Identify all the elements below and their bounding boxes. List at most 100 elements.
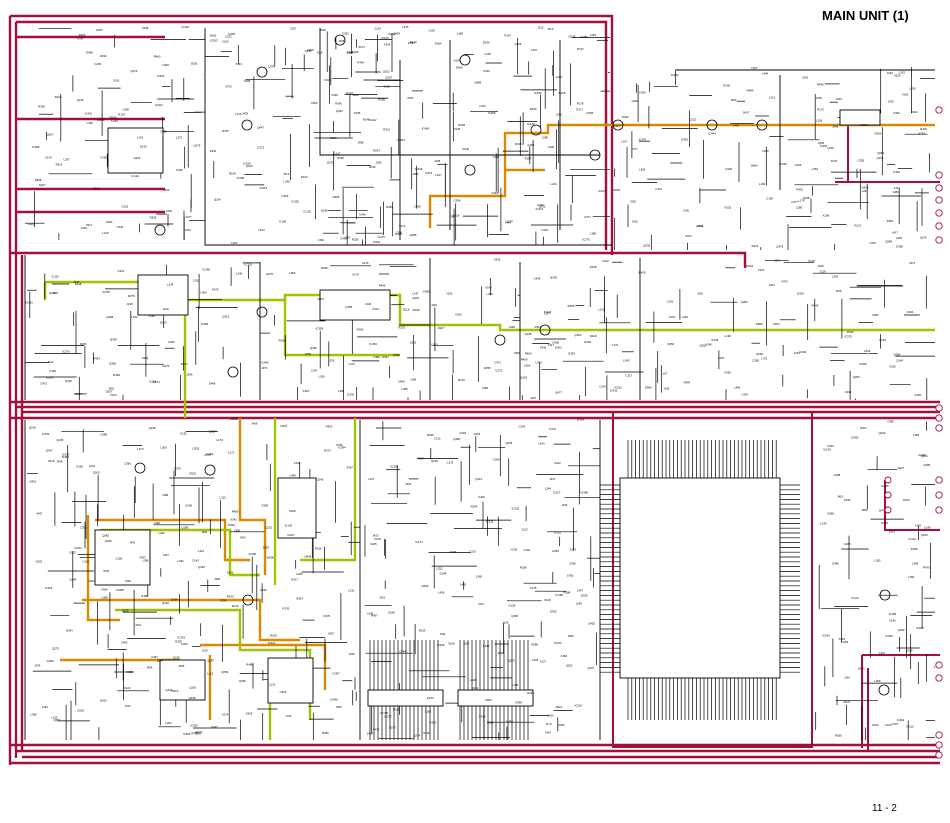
component-label: L181 bbox=[42, 705, 49, 709]
component-label: X440 bbox=[872, 723, 879, 727]
component-label: X268 bbox=[289, 509, 296, 513]
component-label: X350 bbox=[724, 370, 731, 374]
component-label: D130 bbox=[140, 145, 147, 149]
component-label: C355 bbox=[858, 158, 865, 162]
component-label: D306 bbox=[80, 342, 87, 346]
transistor-symbol bbox=[878, 684, 890, 696]
component-label: L345 bbox=[623, 359, 630, 363]
component-label: L244 bbox=[545, 487, 552, 491]
component-label: R188 bbox=[520, 566, 527, 570]
component-label: R124 bbox=[118, 112, 125, 116]
component-label: IC453 bbox=[820, 144, 828, 148]
component-label: D145 bbox=[185, 504, 192, 508]
component-label: J328 bbox=[548, 145, 555, 149]
component-label: C347 bbox=[311, 368, 318, 372]
component-label: D215 bbox=[281, 424, 288, 428]
component-label: IC446 bbox=[544, 310, 552, 314]
component-label: D143 bbox=[454, 59, 461, 63]
component-label: X377 bbox=[631, 147, 638, 151]
component-label: C432 bbox=[567, 573, 574, 577]
component-label: R424 bbox=[93, 357, 100, 361]
component-label: R296 bbox=[584, 340, 591, 344]
component-label: C143 bbox=[192, 558, 199, 562]
component-label: X414 bbox=[372, 307, 379, 311]
component-label: IC191 bbox=[245, 263, 253, 267]
component-label: D265 bbox=[587, 111, 594, 115]
component-label: Q450 bbox=[667, 342, 674, 346]
component-label: J447 bbox=[36, 512, 43, 516]
component-label: X385 bbox=[160, 129, 167, 133]
component-label: C120 bbox=[219, 495, 226, 499]
component-label: IC333 bbox=[178, 635, 186, 639]
component-label: J138 bbox=[127, 302, 134, 306]
component-label: X405 bbox=[450, 550, 457, 554]
component-label: J423 bbox=[372, 533, 379, 537]
component-label: R273 bbox=[324, 449, 331, 453]
component-label: X269 bbox=[762, 149, 769, 153]
component-label: IC313 bbox=[554, 641, 562, 645]
wire-segment bbox=[319, 28, 600, 156]
component-label: IC189 bbox=[534, 91, 542, 95]
component-label: L435 bbox=[154, 521, 161, 525]
component-label: Q123 bbox=[879, 338, 886, 342]
component-label: R139 bbox=[577, 417, 584, 421]
component-label: R167 bbox=[504, 34, 511, 38]
component-label: L146 bbox=[236, 272, 243, 276]
component-label: Q139 bbox=[431, 459, 438, 463]
component-label: IC157 bbox=[598, 189, 606, 193]
component-label: D357 bbox=[263, 546, 270, 550]
component-label: J343 bbox=[34, 663, 41, 667]
transistor-symbol bbox=[706, 119, 718, 131]
component-label: R212 bbox=[93, 186, 100, 190]
component-label: D289 bbox=[386, 205, 393, 209]
component-label: R114 bbox=[889, 530, 896, 534]
component-label: J185 bbox=[336, 705, 343, 709]
component-label: Q465 bbox=[511, 614, 518, 618]
edge-connector bbox=[935, 106, 943, 114]
component-label: R333 bbox=[227, 595, 234, 599]
component-label: R130 bbox=[723, 84, 730, 88]
component-label: C205 bbox=[94, 62, 101, 66]
component-label: Q284 bbox=[885, 240, 892, 244]
component-label: J130 bbox=[193, 279, 200, 283]
component-label: D181 bbox=[191, 62, 198, 66]
transistor-symbol bbox=[494, 334, 506, 346]
component-label: X377 bbox=[584, 215, 591, 219]
transistor-symbol bbox=[879, 589, 891, 601]
component-label: C107 bbox=[892, 722, 899, 726]
component-label: L328 bbox=[328, 359, 335, 363]
component-label: IC256 bbox=[437, 643, 445, 647]
component-label: Q431 bbox=[818, 141, 825, 145]
component-label: Q429 bbox=[162, 601, 169, 605]
component-label: L127 bbox=[368, 477, 375, 481]
component-label: J437 bbox=[549, 477, 556, 481]
component-label: L191 bbox=[348, 589, 355, 593]
component-label: R452 bbox=[796, 188, 803, 192]
component-label: D254 bbox=[106, 220, 113, 224]
component-label: Q189 bbox=[181, 525, 188, 529]
component-label: R468 bbox=[141, 594, 148, 598]
component-label: D379 bbox=[174, 466, 181, 470]
component-label: J216 bbox=[317, 50, 324, 54]
transistor-symbol bbox=[459, 54, 471, 66]
component-label: IC210 bbox=[575, 704, 583, 708]
component-label: Q359 bbox=[110, 338, 117, 342]
component-label: L248 bbox=[485, 52, 492, 56]
component-label: Q259 bbox=[221, 670, 228, 674]
component-label: C406 bbox=[101, 587, 108, 591]
component-label: D128 bbox=[509, 604, 516, 608]
component-label: Q271 bbox=[327, 161, 334, 165]
component-label: R137 bbox=[577, 47, 584, 51]
component-label: IC370 bbox=[62, 350, 70, 354]
component-label: R454 bbox=[62, 455, 69, 459]
component-label: L272 bbox=[176, 136, 183, 140]
component-label: D426 bbox=[210, 33, 217, 37]
component-label: J161 bbox=[844, 675, 851, 679]
component-label: L386 bbox=[590, 231, 597, 235]
component-label: IC327 bbox=[553, 491, 561, 495]
component-label: IC289 bbox=[580, 35, 588, 39]
component-label: J282 bbox=[893, 190, 900, 194]
component-label: R285 bbox=[378, 97, 385, 101]
component-label: IC275 bbox=[844, 335, 852, 339]
component-label: Q499 bbox=[393, 353, 400, 357]
